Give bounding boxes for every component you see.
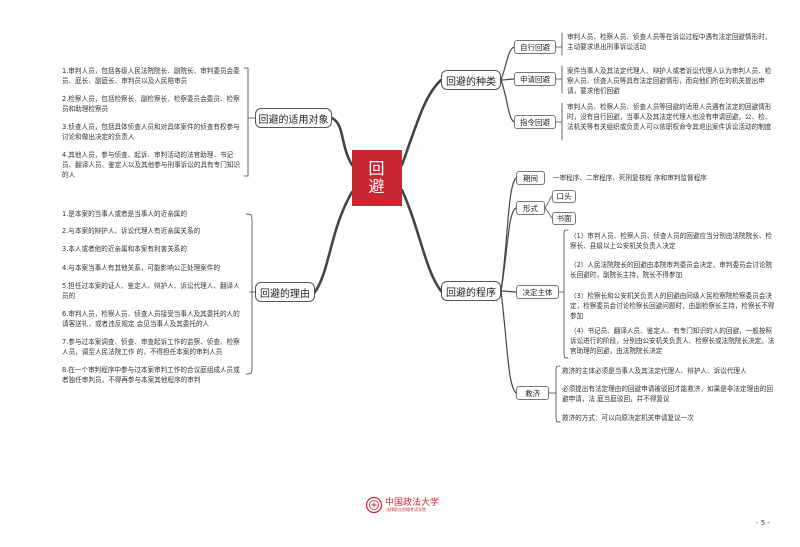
branch-types-node: 回避的种类: [441, 70, 501, 90]
reason-item-1: 1.是本案的当事人或者是当事人的近亲属的: [62, 210, 187, 218]
reason-item-4: 4.与本案当事人有其他关系，可能影响公正处理案件的: [62, 264, 220, 272]
procedure-period-node: 期间: [516, 171, 545, 185]
form-option-oral: 口头: [552, 190, 576, 203]
procedure-period-desc: 一审程序、二审程序、死刑复核程 序和审判监督程序: [553, 174, 707, 182]
procedure-remedy-node: 救济: [516, 386, 549, 400]
seal-icon: [365, 496, 383, 514]
procedure-decider-node: 决定主体: [516, 285, 559, 299]
branch-reasons-node: 回避的理由: [255, 282, 315, 302]
logo-subtext: 法律职业资格考试学院: [386, 507, 426, 512]
center-topic-node: 回 避: [352, 150, 402, 206]
reason-item-7: 7.参与过本案调查、侦查、审查起诉工作的监察、侦查、检察人员，调至人民法院工作 …: [62, 338, 240, 356]
reason-item-8: 8.在一个审判程序中参与过本案审判工作的合议庭组成人员或者独任审判员，不得再参与…: [62, 366, 240, 384]
scope-item-2: 2.检察人员，包括检察长、副检察长、检察委员会委员、检察员和助理检察员: [62, 95, 240, 113]
scope-item-3: 3.侦查人员，包括具体侦查人员和对具体案件的侦查有权参与讨论和做出决定的负责人: [62, 123, 240, 141]
type-item-order-node: 指令回避: [514, 115, 556, 129]
decider-item-3: （3）检察长和公安机关负责人的回避由同级人民检察院检察委员会决定，检察委员会讨论…: [570, 292, 775, 320]
remedy-item-1: 救济的主体必须是当事人及其法定代理人、辩护人、诉讼代理人: [562, 367, 747, 375]
center-topic-char-2: 避: [368, 177, 386, 196]
reason-item-5: 5.担任过本案的证人、鉴定人、辩护人、诉讼代理人、翻译人员的: [62, 282, 240, 300]
decider-item-4: （4）书记员、翻译人员、鉴定人、有专门知识的人的回避，一般按照诉讼进行的阶段，分…: [570, 327, 775, 355]
type-item-apply-node: 申请回避: [514, 72, 556, 86]
scope-item-1: 1.审判人员，包括各级人民法院院长、副院长、审判委员会委员、庭长、副庭长、审判员…: [62, 67, 240, 85]
decider-item-1: （1）审判人员、检察人员、侦查人员的回避应当分别由法院院长、检察长、县级以上公安…: [570, 232, 773, 250]
page-number: - 5 -: [756, 519, 770, 527]
university-logo: 中国政法大学 法律职业资格考试学院: [365, 495, 440, 515]
reason-item-3: 3.本人或者他的近亲属和本案有利害关系的: [62, 245, 187, 253]
reason-item-2: 2.与本案的辩护人、诉讼代理人有近亲属关系的: [62, 227, 201, 235]
type-item-order-desc: 审判人员、检察人员、侦查人员等回避的适用人员遇有法定的回避情形时，没有自行回避，…: [567, 103, 772, 131]
decider-item-2: （2）人民法院院长的回避由本院审判委员会决定，审判委员会讨论院长回避时，副院长主…: [570, 261, 773, 279]
reason-item-6: 6.审判人员，检察人员、侦查人员接受当事人及其委托的人的请客送礼，或者违反规定 …: [62, 310, 240, 328]
type-item-apply-desc: 案件当事人及其法定代理人、辩护人或者诉讼代理人认为审判人员、检察人员、侦查人员等…: [567, 67, 772, 95]
form-option-written: 书面: [552, 212, 576, 225]
branch-procedure-node: 回避的程序: [441, 281, 501, 301]
logo-text: 中国政法大学: [385, 498, 440, 508]
remedy-item-2: 必须提出有法定理由的回避申请被驳回才能救济，如果是非法定理由的回避申请，法 庭当…: [562, 385, 773, 403]
remedy-item-3: 救济的方式：可以向原决定机关申请复议一次: [562, 414, 694, 422]
type-item-self-desc: 审判人员、检察人员、侦查人员等在诉讼过程中遇有法定回避情形时，主动要求退出刑事诉…: [567, 33, 772, 51]
procedure-form-node: 形式: [516, 201, 545, 215]
type-item-self-node: 自行回避: [514, 40, 556, 54]
center-topic-char-1: 回: [368, 159, 386, 178]
scope-item-4: 4.其他人员，参与侦查、起诉、审判活动的法官助理、书记员、翻译人员、鉴定人以及其…: [62, 151, 241, 179]
branch-scope-node: 回避的适用对象: [255, 108, 332, 128]
